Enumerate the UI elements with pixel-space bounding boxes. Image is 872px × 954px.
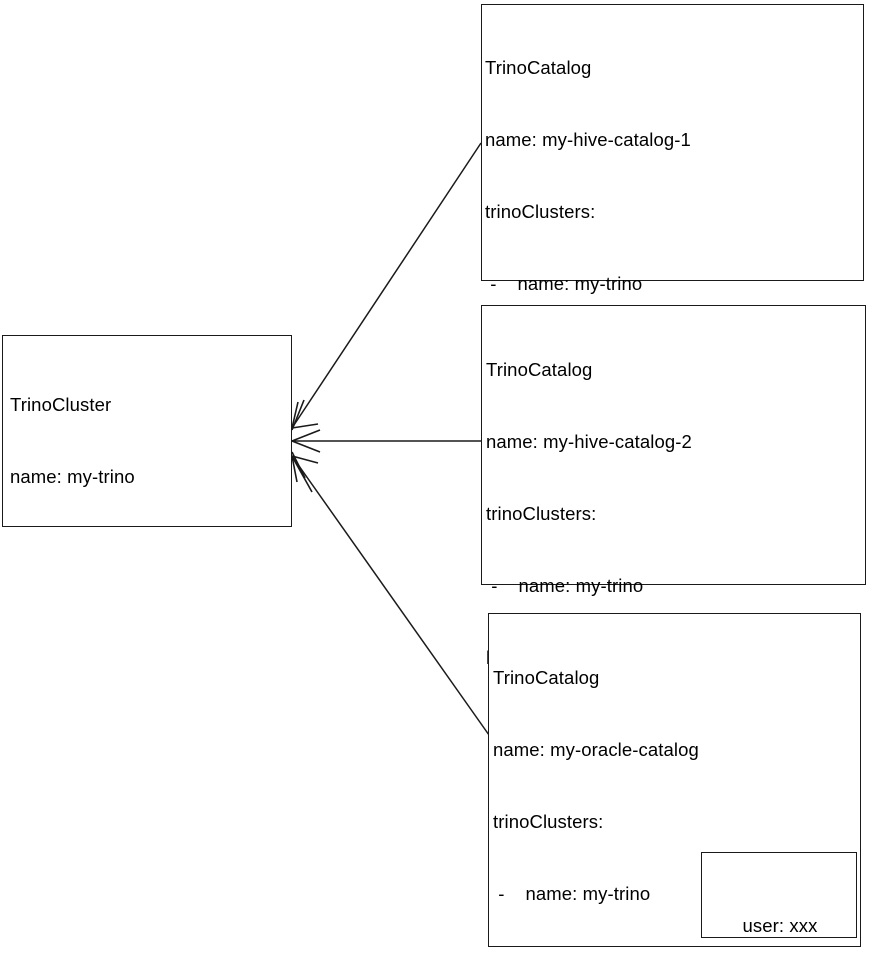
edge-hive-catalog-1-to-trino-cluster [291, 142, 482, 429]
yaml-line: - name: my-trino [486, 575, 644, 596]
yaml-line: TrinoCatalog [485, 57, 592, 78]
node-oracle-catalog-text: TrinoCatalog name: my-oracle-catalog tri… [493, 618, 815, 954]
yaml-line: trinoClusters: [493, 811, 604, 832]
yaml-line: trinoClusters: [486, 503, 597, 524]
node-trino-cluster-text: TrinoCluster name: my-trino [10, 345, 135, 537]
node-hive-catalog-2[interactable] [481, 305, 866, 585]
yaml-line: name: my-oracle-catalog [493, 739, 699, 760]
yaml-line: trinoClusters: [485, 201, 596, 222]
edge-oracle-catalog-to-trino-cluster [291, 455, 490, 736]
node-trino-cluster[interactable] [2, 335, 292, 527]
yaml-line: - name: my-trino [485, 273, 643, 294]
node-hive-catalog-1[interactable] [481, 4, 864, 281]
node-oracle-credentials-secret-text: user: xxx password: xxx [716, 866, 844, 954]
edge-hive-catalog-2-to-trino-cluster [291, 429, 481, 453]
yaml-line: user: xxx [742, 915, 818, 936]
yaml-line: TrinoCatalog [493, 667, 600, 688]
arrowhead-cluster-extra-barbs [291, 399, 313, 493]
yaml-line: name: my-trino [10, 466, 135, 487]
node-oracle-credentials-secret[interactable] [701, 852, 857, 938]
yaml-line: name: my-hive-catalog-2 [486, 431, 692, 452]
yaml-line: TrinoCatalog [486, 359, 593, 380]
yaml-line: name: my-hive-catalog-1 [485, 129, 691, 150]
yaml-line: TrinoCluster [10, 394, 112, 415]
yaml-line: - name: my-trino [493, 883, 651, 904]
